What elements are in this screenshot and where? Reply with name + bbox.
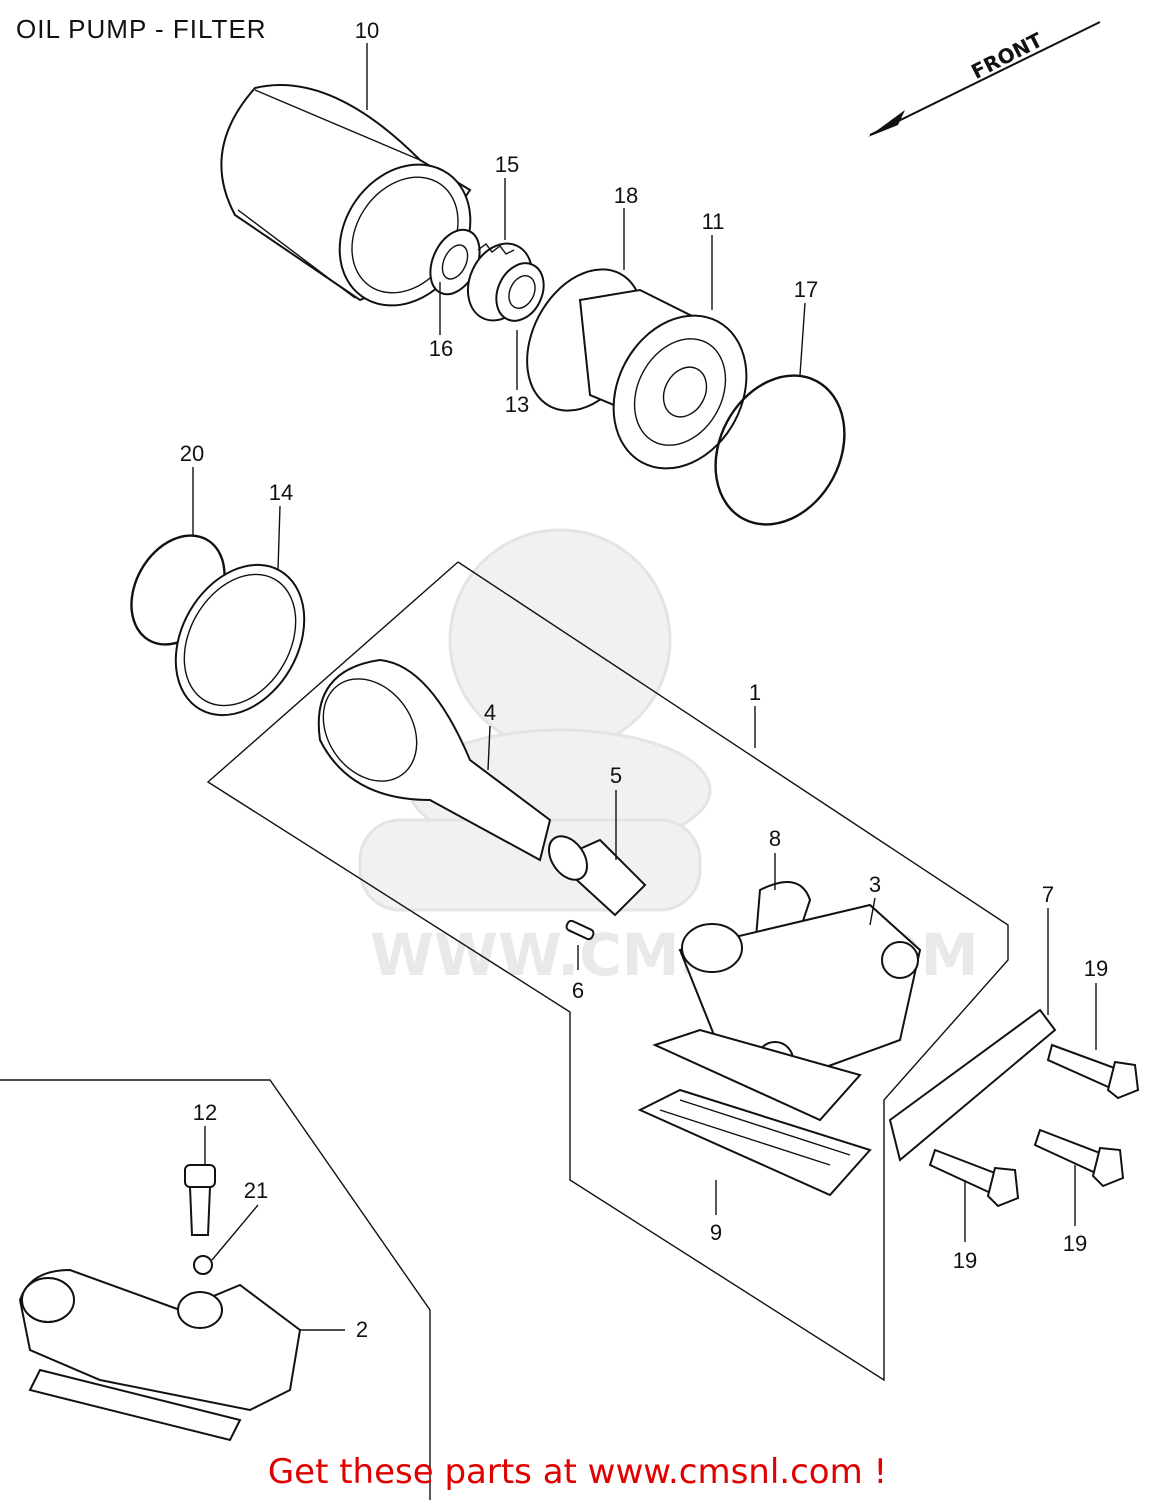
callout-5: 5 (610, 763, 622, 788)
part-9-screen[interactable] (637, 1028, 872, 1197)
part-12-bolt[interactable] (184, 1164, 216, 1236)
callout-10: 10 (355, 18, 379, 43)
callout-2: 2 (356, 1317, 368, 1342)
callout-7: 7 (1042, 882, 1054, 907)
callout-15: 15 (495, 152, 519, 177)
leader-lines (192, 43, 1097, 1331)
page-title: OIL PUMP - FILTER (16, 14, 267, 44)
part-4-strainer[interactable] (304, 658, 552, 862)
callout-1: 1 (749, 680, 761, 705)
callout-19-upper: 19 (1084, 956, 1108, 981)
callout-19-middle: 19 (953, 1248, 977, 1273)
part-11-filter-element[interactable] (578, 288, 772, 492)
callout-8: 8 (769, 826, 781, 851)
part-6-pin[interactable] (565, 919, 595, 941)
callout-4: 4 (484, 700, 496, 725)
part-17-circlip[interactable] (690, 353, 869, 547)
callout-9: 9 (710, 1220, 722, 1245)
callout-17: 17 (794, 277, 818, 302)
callout-19-lower: 19 (1063, 1231, 1087, 1256)
part-19-bolt-upper[interactable] (1046, 1043, 1140, 1100)
front-label: FRONT (967, 28, 1046, 84)
callout-3: 3 (869, 872, 881, 897)
callout-14: 14 (269, 480, 293, 505)
part-13-spring-seat[interactable] (487, 256, 552, 329)
part-19-bolt-right[interactable] (1033, 1128, 1125, 1188)
part-19-bolt-middle[interactable] (928, 1148, 1020, 1208)
callout-12: 12 (193, 1100, 217, 1125)
part-10-filter-cover[interactable] (220, 84, 497, 331)
callouts: 10 15 18 11 17 16 13 20 14 1 4 5 6 8 3 7… (180, 18, 1108, 1342)
callout-11: 11 (702, 209, 725, 234)
part-5-relief-valve[interactable] (541, 829, 647, 917)
callout-20: 20 (180, 441, 204, 466)
part-21-o-ring[interactable] (193, 1255, 213, 1275)
part-2-pump-cover[interactable] (18, 1268, 302, 1442)
callout-21: 21 (244, 1178, 268, 1203)
part-14-washer[interactable] (150, 542, 330, 739)
front-arrow: FRONT (868, 21, 1101, 137)
part-7-plate[interactable] (888, 1008, 1057, 1162)
callout-16: 16 (429, 336, 453, 361)
callout-18: 18 (614, 183, 638, 208)
footer-link[interactable]: Get these parts at www.cmsnl.com ! (267, 1452, 888, 1492)
part-1-assembly-outline (206, 561, 1009, 1382)
callout-6: 6 (572, 978, 584, 1003)
inset-outline (0, 1079, 431, 1500)
callout-13: 13 (505, 392, 529, 417)
